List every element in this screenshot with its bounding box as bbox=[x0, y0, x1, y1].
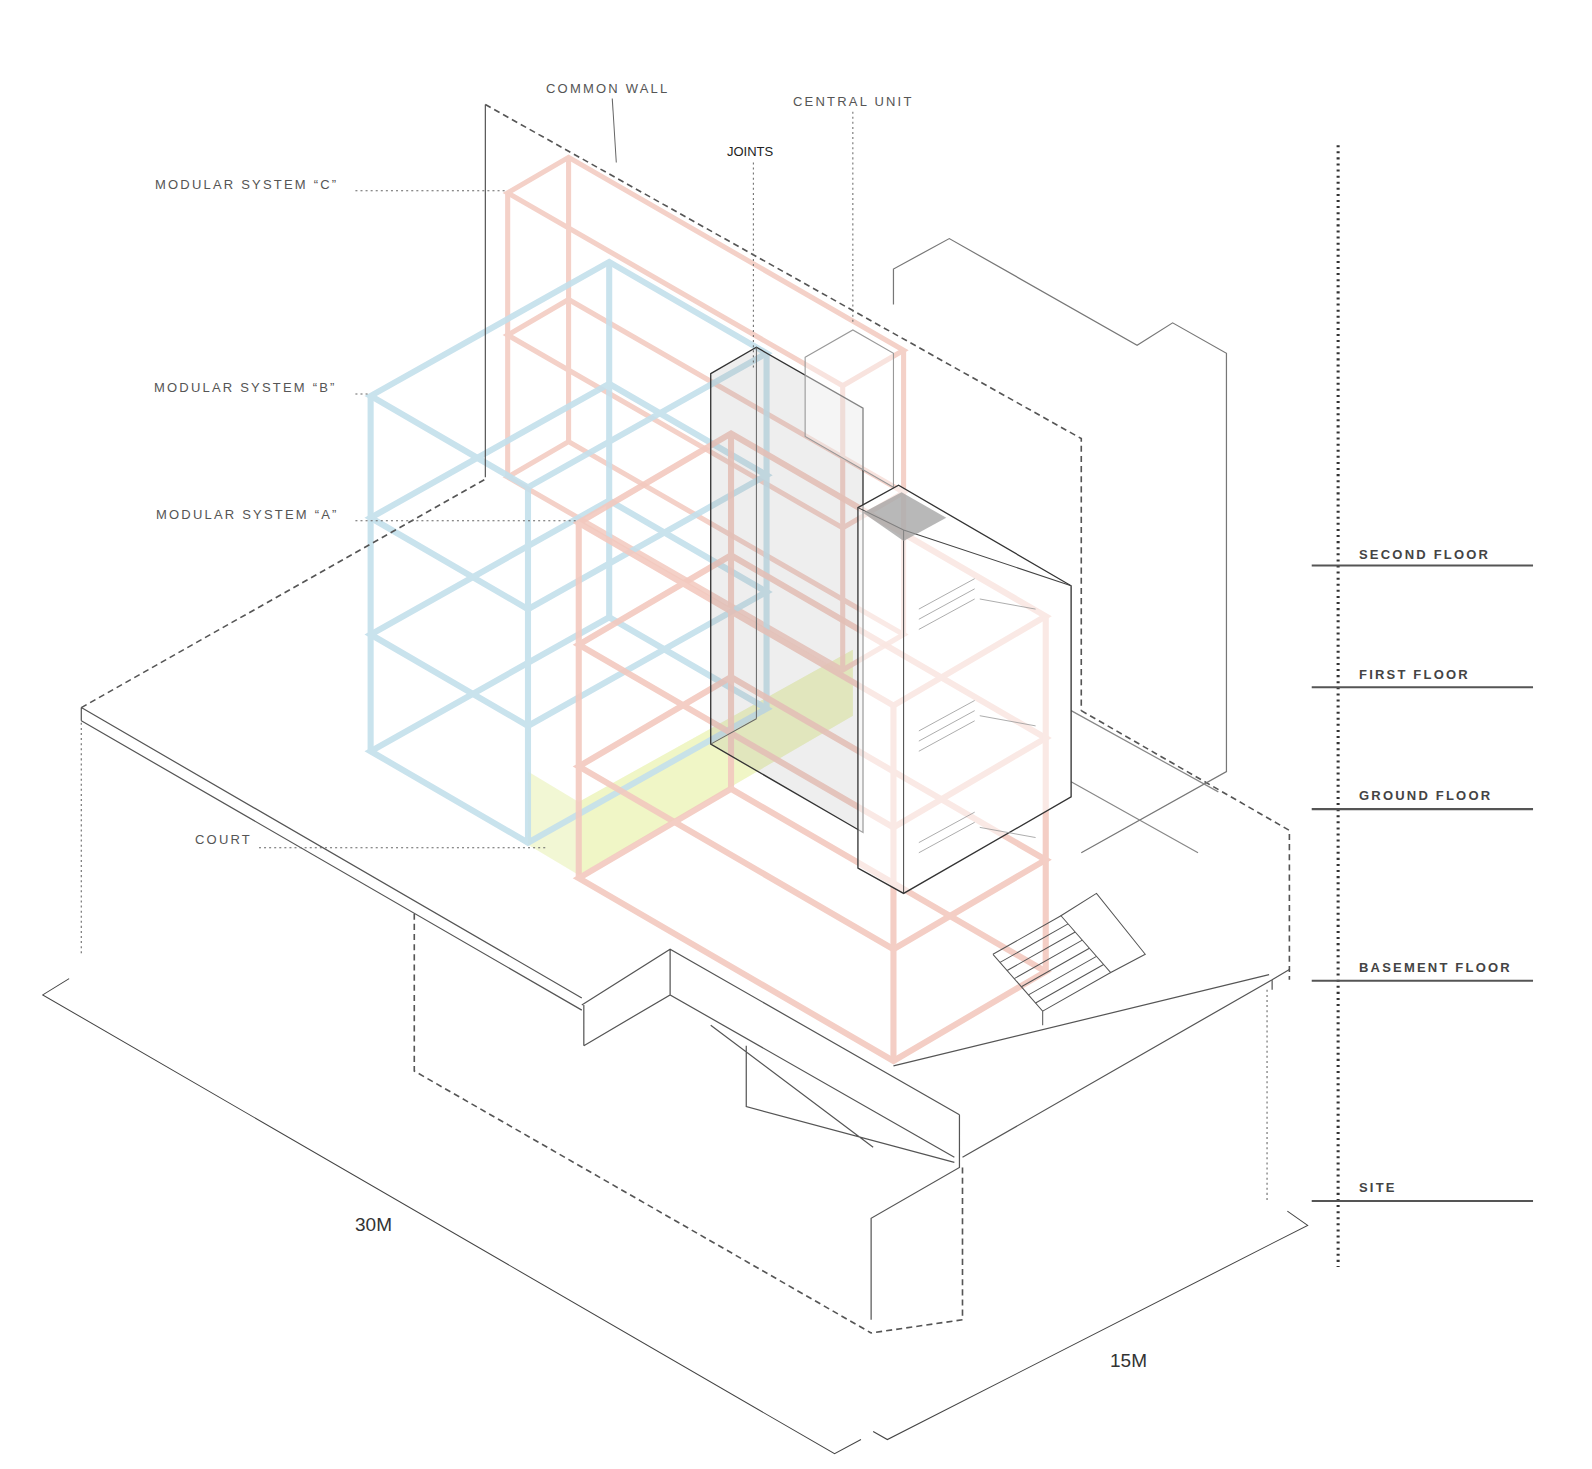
leader-lines bbox=[259, 98, 853, 847]
part-label: MODULAR SYSTEM “B” bbox=[154, 381, 337, 395]
dimension-label: 15M bbox=[1110, 1351, 1147, 1372]
leader-line bbox=[355, 520, 576, 521]
basement-edge bbox=[893, 975, 1269, 1066]
leader-line bbox=[753, 162, 754, 367]
stair-flight bbox=[919, 700, 1036, 751]
basement-outline bbox=[414, 914, 962, 1333]
joints-edge bbox=[711, 347, 757, 744]
level-label: SITE bbox=[1359, 1181, 1397, 1195]
leader-line bbox=[852, 112, 853, 325]
wall-edge bbox=[485, 105, 486, 478]
part-label: COMMON WALL bbox=[546, 82, 669, 96]
stair-flight bbox=[919, 579, 1036, 630]
stair-flight bbox=[919, 812, 1036, 853]
level-label: BASEMENT FLOOR bbox=[1359, 961, 1512, 975]
stair-shaft bbox=[863, 492, 946, 541]
part-label: CENTRAL UNIT bbox=[793, 95, 914, 109]
frame-b bbox=[371, 262, 767, 843]
frame-columns bbox=[371, 262, 767, 843]
frame-level bbox=[371, 617, 767, 842]
dimension-line bbox=[873, 1211, 1308, 1439]
leader-line bbox=[355, 393, 368, 394]
level-label: FIRST FLOOR bbox=[1359, 668, 1470, 682]
dimension-line bbox=[43, 979, 861, 1454]
outdoor-stairs bbox=[993, 893, 1145, 1025]
ramp bbox=[582, 949, 960, 1320]
part-label: COURT bbox=[195, 833, 252, 847]
frame-level bbox=[371, 384, 767, 609]
central-unit-volume bbox=[805, 330, 893, 487]
leader-line bbox=[259, 847, 548, 848]
stair-tower-edge bbox=[858, 508, 1071, 894]
stair-tower bbox=[858, 485, 1071, 893]
part-label: MODULAR SYSTEM “A” bbox=[156, 508, 339, 522]
part-label: JOINTS bbox=[727, 145, 773, 159]
leader-line bbox=[355, 190, 505, 191]
frame-level bbox=[371, 262, 767, 487]
level-label: SECOND FLOOR bbox=[1359, 548, 1490, 562]
level-label: GROUND FLOOR bbox=[1359, 789, 1492, 803]
dimension-label: 30M bbox=[355, 1215, 392, 1236]
level-scale bbox=[1337, 145, 1340, 1267]
level-lines bbox=[1312, 565, 1533, 1201]
site-lines bbox=[81, 105, 1289, 1333]
site-edge bbox=[81, 479, 485, 707]
leader-line bbox=[612, 98, 616, 162]
part-label: MODULAR SYSTEM “C” bbox=[155, 178, 338, 192]
site-edge bbox=[962, 970, 1289, 1158]
stair-steps bbox=[993, 916, 1111, 1011]
context-line bbox=[1071, 711, 1218, 853]
dotted-guide bbox=[81, 723, 1267, 1200]
internal-stairs bbox=[919, 579, 1036, 853]
site-front-edge bbox=[81, 708, 581, 1011]
stair-outline bbox=[993, 893, 1145, 1025]
